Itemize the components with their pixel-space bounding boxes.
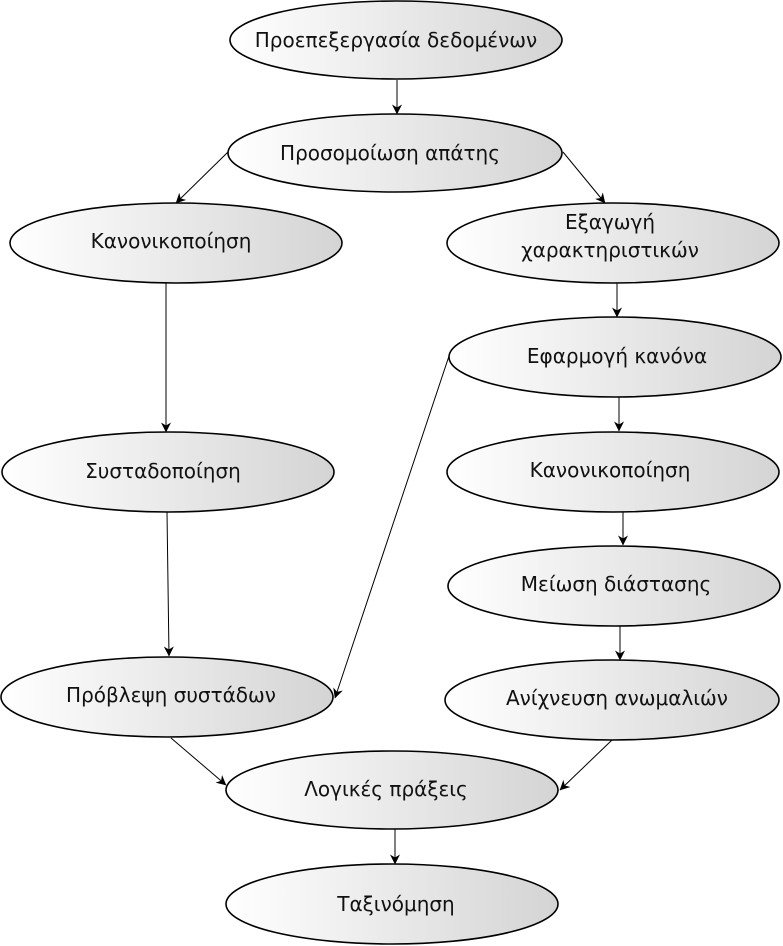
edge-anomaly-detection-to-logical-operations: [559, 739, 613, 791]
node-anomaly-detection: Ανίχνευση ανωμαλιών: [444, 659, 780, 741]
node-classification-label: Ταξινόμηση: [336, 892, 454, 916]
node-cluster-prediction: Πρόβλεψη συστάδων: [0, 656, 334, 738]
node-rule-application-label: Εφαρμογή κανόνα: [527, 344, 707, 368]
node-feature-extraction-label-line1: Εξαγωγή: [565, 210, 655, 234]
node-normalization-left: Κανονικοποίηση: [9, 202, 343, 284]
node-rule-application: Εφαρμογή κανόνα: [448, 316, 782, 398]
node-normalization-left-label: Κανονικοποίηση: [91, 229, 252, 253]
node-fraud-simulation-label: Προσομοίωση απάτης: [280, 141, 500, 165]
node-feature-extraction-label-line2: χαρακτηριστικών: [521, 238, 699, 262]
node-feature-extraction: Εξαγωγή χαρακτηριστικών: [446, 202, 780, 284]
node-logical-operations: Λογικές πράξεις: [225, 750, 559, 830]
node-clustering-label: Συσταδοποίηση: [85, 459, 241, 483]
node-preprocessing-label: Προεπεξεργασία δεδομένων: [255, 28, 537, 52]
node-logical-operations-label: Λογικές πράξεις: [304, 777, 468, 801]
node-clustering: Συσταδοποίηση: [1, 431, 335, 513]
node-normalization-right-label: Κανονικοποίηση: [530, 458, 691, 482]
node-classification: Ταξινόμηση: [225, 863, 559, 945]
node-preprocessing: Προεπεξεργασία δεδομένων: [229, 0, 563, 80]
edges: [161, 80, 628, 865]
edge-fraud-simulation-to-normalization-left: [175, 151, 229, 204]
node-normalization-right: Κανονικοποίηση: [446, 431, 780, 513]
node-fraud-simulation: Προσομοίωση απάτης: [227, 113, 563, 193]
edge-cluster-prediction-to-logical-operations: [170, 737, 227, 786]
edge-fraud-simulation-to-feature-extraction: [562, 151, 606, 204]
node-dimensionality-reduction: Μείωση διάστασης: [447, 545, 781, 627]
node-anomaly-detection-label: Ανίχνευση ανωμαλιών: [506, 686, 728, 710]
edge-clustering-to-cluster-prediction: [163, 511, 174, 657]
node-dimensionality-reduction-label: Μείωση διάστασης: [521, 572, 711, 596]
edge-rule-application-to-cluster-prediction: [333, 355, 450, 699]
node-cluster-prediction-label: Πρόβλεψη συστάδων: [66, 683, 276, 707]
